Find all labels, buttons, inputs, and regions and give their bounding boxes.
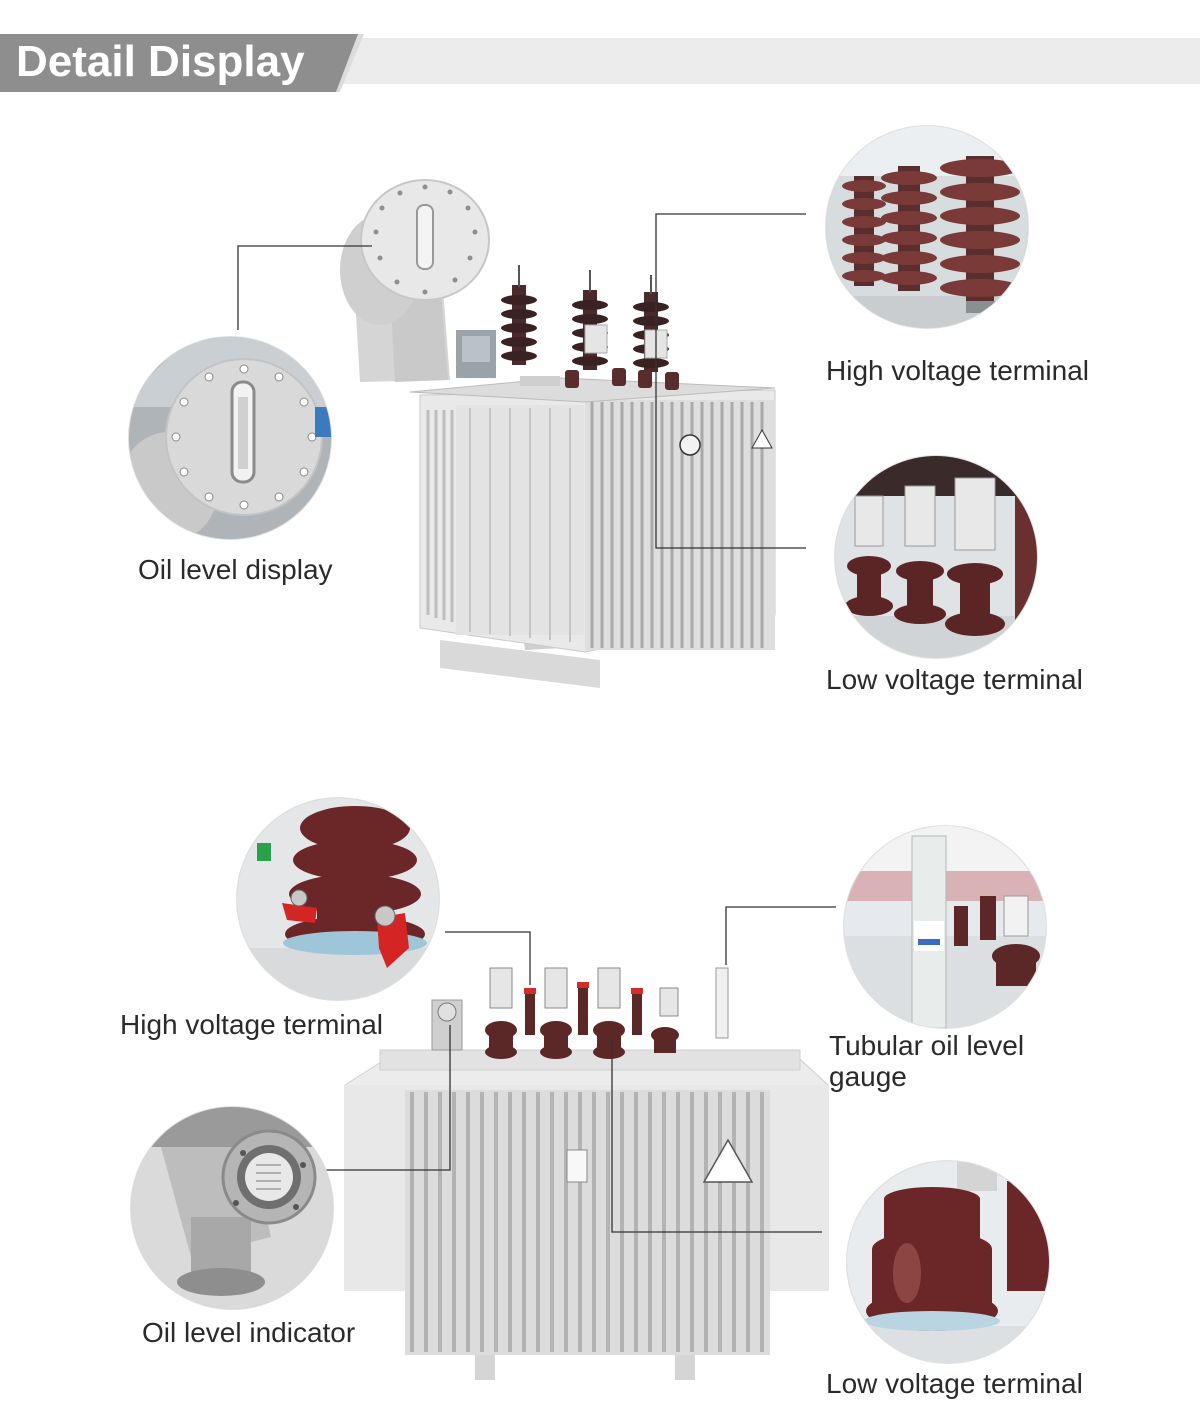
label-lv-terminal-2: Low voltage terminal bbox=[826, 1368, 1083, 1399]
lv-terminal-photo-2 bbox=[846, 1160, 1050, 1364]
label-tubular-gauge-line2: gauge bbox=[829, 1061, 907, 1092]
label-tubular-gauge-line1: Tubular oil level bbox=[829, 1030, 1025, 1061]
hv-terminal-photo-1 bbox=[825, 125, 1029, 329]
hv-terminal-photo-2 bbox=[236, 797, 440, 1001]
label-hv-terminal-2: High voltage terminal bbox=[120, 1009, 384, 1040]
page-title: Detail Display bbox=[16, 37, 305, 86]
tubular-oil-gauge-photo bbox=[843, 825, 1047, 1029]
label-hv-terminal-1: High voltage terminal bbox=[826, 355, 1090, 386]
label-oil-level-indicator: Oil level indicator bbox=[142, 1317, 356, 1348]
label-lv-terminal-1: Low voltage terminal bbox=[826, 664, 1083, 695]
label-oil-level-display: Oil level display bbox=[138, 554, 333, 585]
oil-level-indicator-photo bbox=[130, 1106, 334, 1310]
oil-level-display-photo bbox=[128, 336, 332, 540]
lv-terminal-photo-1 bbox=[834, 455, 1038, 659]
header-banner bbox=[0, 34, 1200, 92]
